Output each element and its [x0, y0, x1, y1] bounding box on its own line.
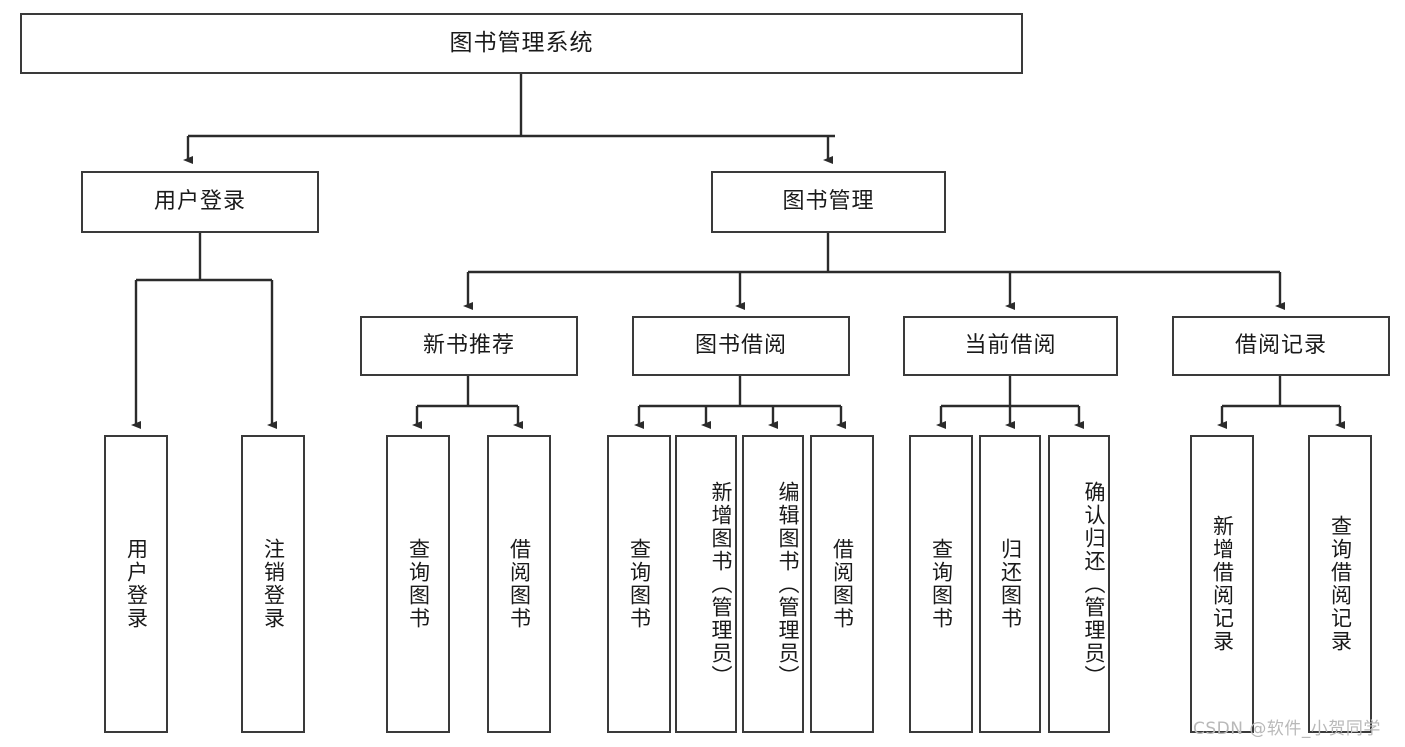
node-user-login[interactable]: 用户登录: [81, 171, 319, 233]
node-label: 用户登录: [124, 538, 149, 630]
node-label: 图书借阅: [694, 332, 787, 358]
node-label: 编辑图书（管理员）: [776, 480, 800, 688]
node-label: 图书管理系统: [449, 29, 594, 56]
leaf-add-book-admin[interactable]: 新增图书（管理员）: [675, 435, 737, 733]
leaf-query-book-current[interactable]: 查询图书: [909, 435, 973, 733]
leaf-logout[interactable]: 注销登录: [241, 435, 305, 733]
node-book-management[interactable]: 图书管理: [711, 171, 946, 233]
node-label: 查询图书: [929, 538, 954, 630]
node-label: 归还图书: [998, 538, 1023, 630]
node-label: 新增借阅记录: [1210, 515, 1235, 653]
watermark-text: CSDN @软件_小贺同学: [1193, 719, 1381, 739]
node-label: 当前借阅: [964, 332, 1057, 358]
node-label: 注销登录: [261, 538, 286, 630]
node-label: 用户登录: [153, 188, 246, 214]
leaf-confirm-return-admin[interactable]: 确认归还（管理员）: [1048, 435, 1110, 733]
node-new-book-recommend[interactable]: 新书推荐: [360, 316, 578, 376]
leaf-query-borrow-record[interactable]: 查询借阅记录: [1308, 435, 1372, 733]
leaf-borrow-book-recommend[interactable]: 借阅图书: [487, 435, 551, 733]
node-label: 查询图书: [406, 538, 431, 630]
node-label: 图书管理: [782, 188, 875, 214]
leaf-return-book[interactable]: 归还图书: [979, 435, 1041, 733]
node-label: 借阅图书: [830, 538, 855, 630]
node-label: 借阅记录: [1234, 332, 1327, 358]
node-label: 新书推荐: [422, 332, 515, 358]
leaf-query-book-borrow[interactable]: 查询图书: [607, 435, 671, 733]
node-borrow-record[interactable]: 借阅记录: [1172, 316, 1390, 376]
leaf-borrow-book[interactable]: 借阅图书: [810, 435, 874, 733]
leaf-edit-book-admin[interactable]: 编辑图书（管理员）: [742, 435, 804, 733]
leaf-query-book-recommend[interactable]: 查询图书: [386, 435, 450, 733]
node-current-borrow[interactable]: 当前借阅: [903, 316, 1118, 376]
leaf-add-borrow-record[interactable]: 新增借阅记录: [1190, 435, 1254, 733]
node-label: 确认归还（管理员）: [1082, 480, 1106, 688]
node-label: 新增图书（管理员）: [709, 480, 733, 688]
node-root-book-management-system[interactable]: 图书管理系统: [20, 13, 1023, 74]
node-book-borrow[interactable]: 图书借阅: [632, 316, 850, 376]
node-label: 查询图书: [627, 538, 652, 630]
leaf-user-login[interactable]: 用户登录: [104, 435, 168, 733]
node-label: 借阅图书: [507, 538, 532, 630]
node-label: 查询借阅记录: [1328, 515, 1353, 653]
